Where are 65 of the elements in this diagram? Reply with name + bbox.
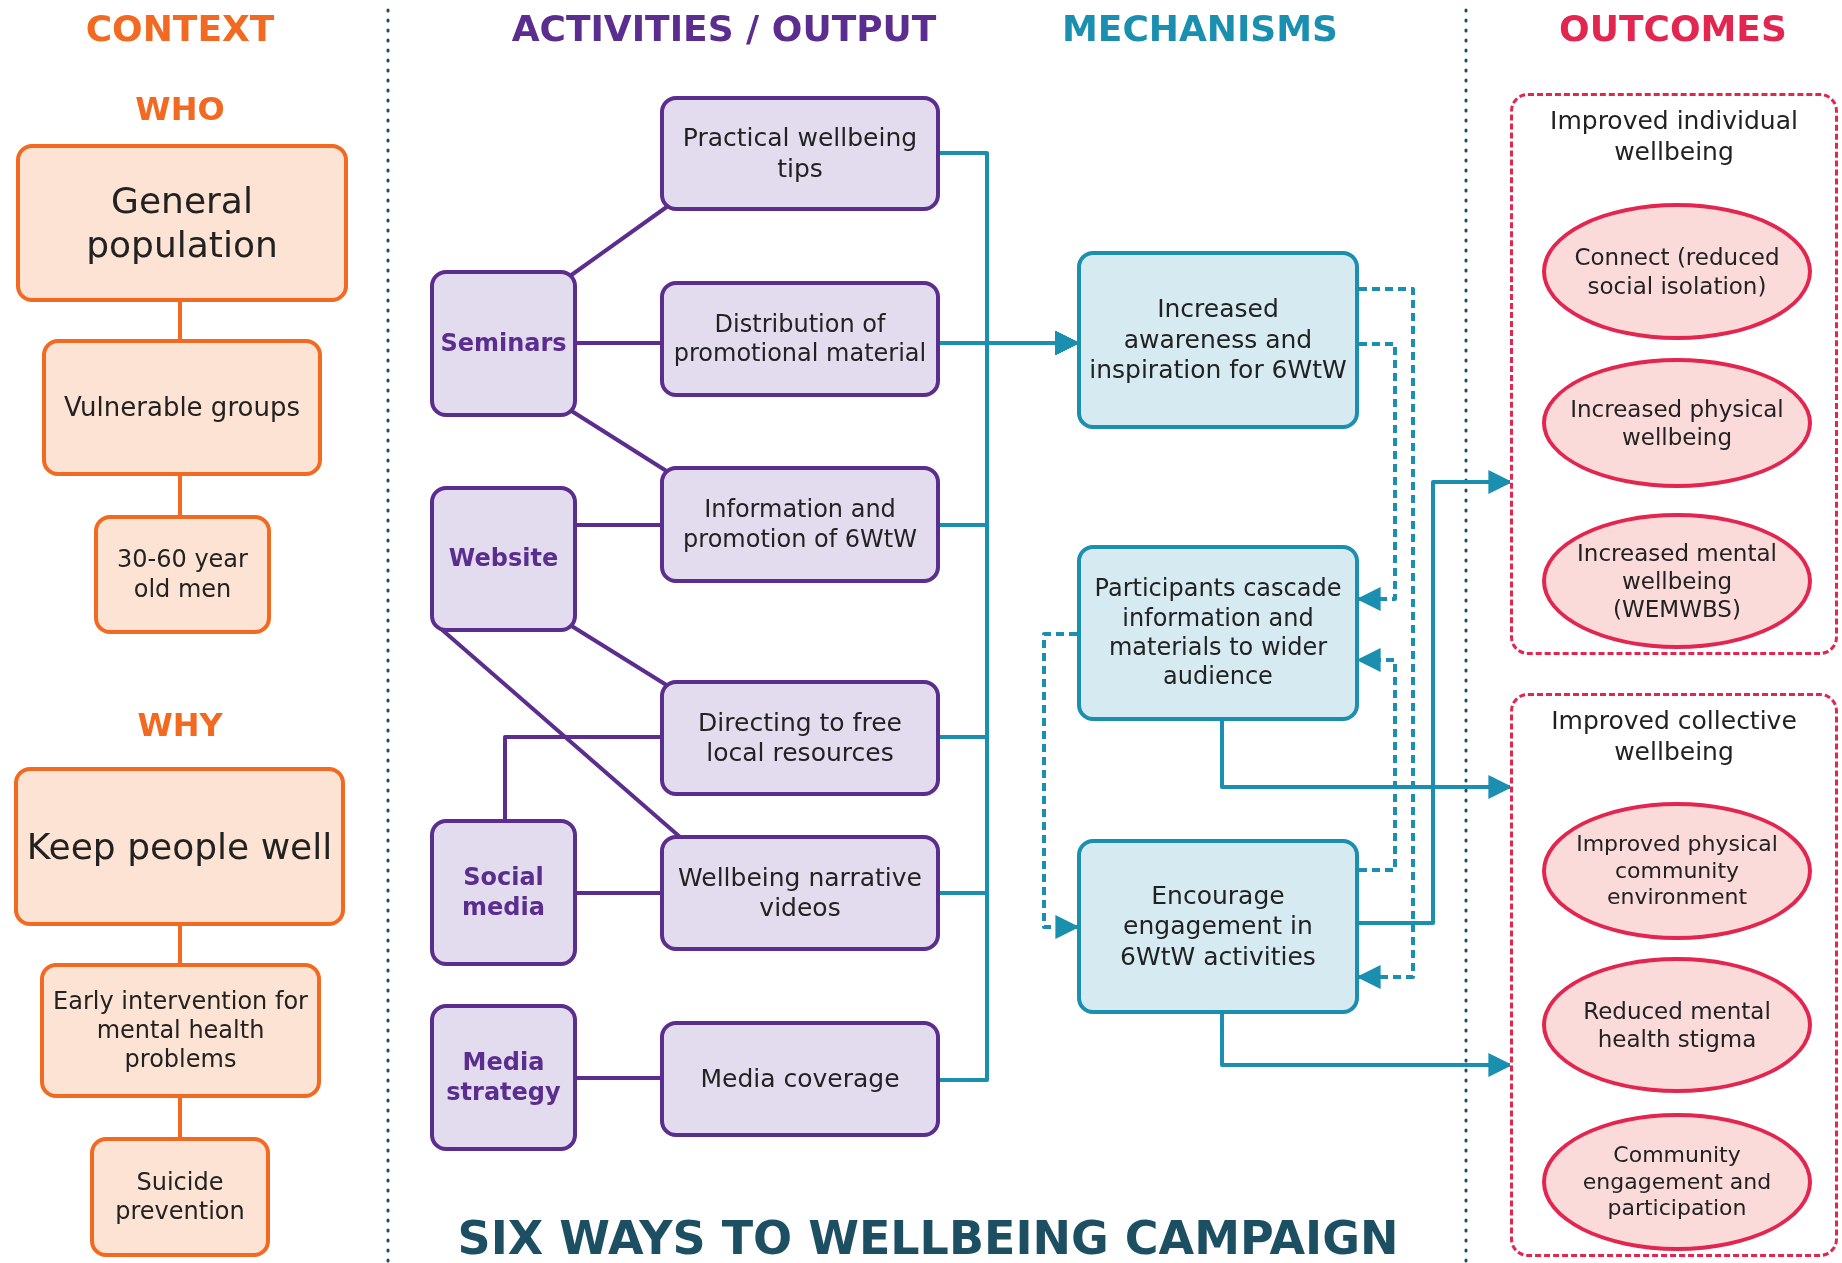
node-label: Connect (reduced social isolation) — [1573, 243, 1781, 300]
channel-box — [430, 819, 577, 966]
node-label: Encourage engagement in 6WtW activities — [1119, 880, 1317, 973]
node-label: Increased awareness and inspiration for 6WtW — [1089, 294, 1347, 386]
activity-box — [660, 466, 940, 583]
connector-line — [178, 302, 182, 339]
mechanism-box — [1077, 839, 1359, 1014]
node-label: Seminars — [440, 328, 567, 359]
node-label: Participants cascade information and materials to wider audience — [1093, 574, 1343, 692]
node-label: Media coverage — [700, 1063, 900, 1095]
column-heading: OUTCOMES — [1559, 7, 1787, 49]
diagram-title: SIX WAYS TO WELLBEING CAMPAIGN — [457, 1211, 1399, 1263]
connector-line — [178, 1098, 182, 1137]
column-heading: CONTEXT — [85, 7, 275, 49]
column-heading: ACTIVITIES / OUTPUT — [511, 7, 937, 49]
connector-line — [503, 735, 660, 819]
connector-line — [568, 204, 670, 278]
channel-box — [430, 486, 577, 632]
connector-line — [178, 476, 182, 515]
column-heading: MECHANISMS — [1062, 7, 1338, 49]
activity-box — [660, 835, 940, 951]
node-label: Social media — [461, 863, 546, 922]
node-label: Suicide prevention — [114, 1167, 246, 1227]
connector-line — [577, 1076, 660, 1080]
node-label: Keep people well — [26, 824, 333, 869]
node-label: Practical wellbeing tips — [681, 123, 919, 184]
activity-box — [660, 1021, 940, 1137]
node-label: Vulnerable groups — [64, 391, 300, 424]
activity-box — [660, 281, 940, 397]
mechanism-box — [1077, 251, 1359, 429]
node-label: Information and promotion of 6WtW — [682, 495, 918, 554]
section-heading: WHO — [135, 90, 225, 128]
node-label: Reduced mental health stigma — [1582, 996, 1772, 1054]
node-label: Directing to free local resources — [697, 707, 903, 769]
node-label: Improved physical community environment — [1575, 830, 1779, 912]
node-label: Community engagement and participation — [1581, 1141, 1773, 1223]
node-label: Wellbeing narrative videos — [677, 862, 923, 924]
section-heading: WHY — [137, 706, 223, 744]
node-label: Early intervention for mental health problems — [52, 986, 309, 1075]
connector-line — [577, 891, 660, 895]
context-box — [40, 963, 321, 1098]
context-box — [90, 1137, 270, 1257]
node-label: General population — [85, 179, 279, 267]
connector-line — [577, 523, 660, 527]
node-label: Increased mental wellbeing (WEMWBS) — [1576, 538, 1778, 624]
outcome-group-box — [1510, 93, 1838, 655]
context-box — [94, 515, 271, 634]
mechanism-box — [1077, 545, 1359, 721]
channel-box — [430, 1004, 577, 1151]
context-box — [14, 767, 345, 926]
node-label: Website — [448, 544, 559, 574]
connector-line — [577, 341, 660, 345]
node-label: Media strategy — [445, 1048, 562, 1107]
group-heading: Improved collective wellbeing — [1550, 706, 1798, 767]
activity-box — [660, 96, 940, 211]
channel-box — [430, 270, 577, 417]
outcome-group-box — [1510, 693, 1838, 1257]
context-box — [42, 339, 322, 476]
context-box — [16, 144, 348, 302]
node-label: Distribution of promotional material — [672, 309, 928, 369]
node-label: 30-60 year old men — [116, 545, 249, 604]
connector-line — [178, 926, 182, 963]
group-heading: Improved individual wellbeing — [1549, 106, 1799, 167]
activity-box — [660, 680, 940, 796]
node-label: Increased physical wellbeing — [1569, 394, 1785, 452]
